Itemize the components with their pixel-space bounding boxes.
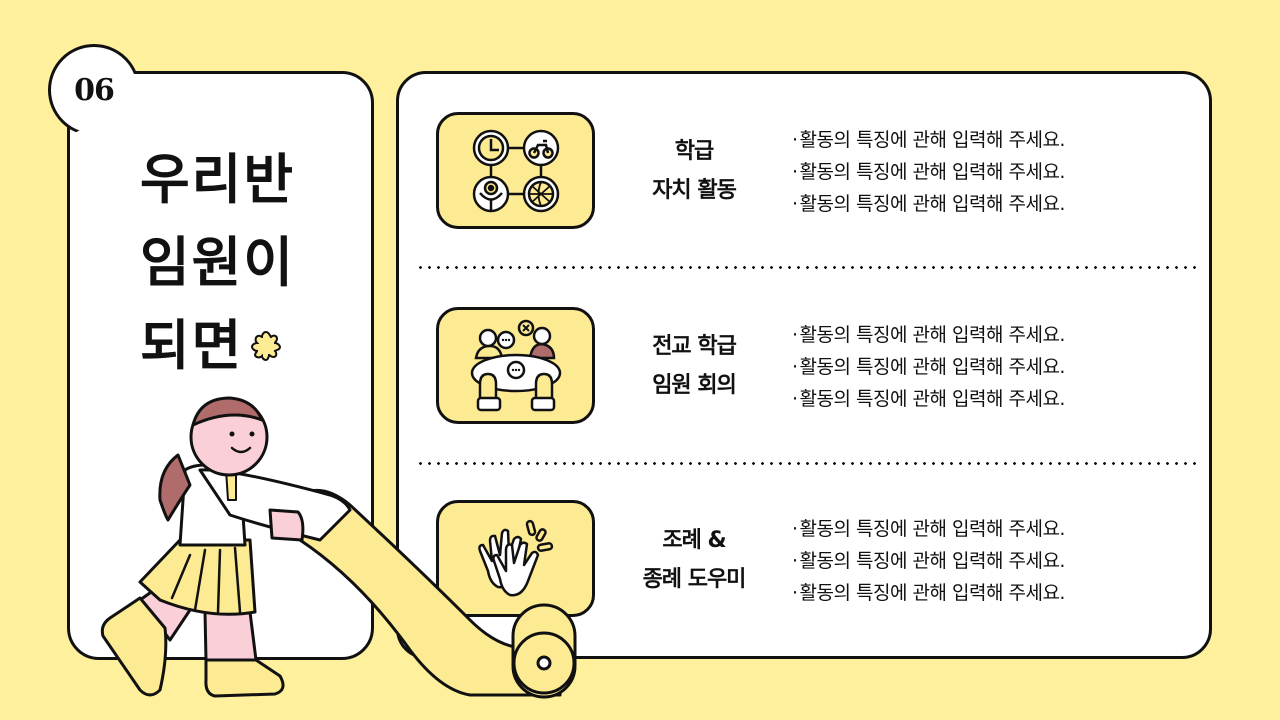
flower-icon — [251, 330, 282, 361]
bullet-list: 활동의 특징에 관해 입력해 주세요. 활동의 특징에 관해 입력해 주세요. … — [792, 124, 1066, 220]
section-icon-box — [436, 112, 595, 229]
section-title-line: 학급 — [674, 139, 714, 164]
section-title-line: 조례 & — [662, 528, 726, 553]
section-title-line: 임원 회의 — [652, 373, 737, 398]
bullet-item: 활동의 특징에 관해 입력해 주세요. — [792, 577, 1066, 609]
section-title-line: 종례 도우미 — [642, 567, 747, 592]
bullet-item: 활동의 특징에 관해 입력해 주세요. — [792, 319, 1066, 351]
bullet-item: 활동의 특징에 관해 입력해 주세요. — [792, 156, 1066, 188]
clapping-hands-icon — [477, 519, 553, 597]
divider — [416, 266, 1196, 269]
section-icon-box — [436, 307, 595, 424]
bullet-item: 활동의 특징에 관해 입력해 주세요. — [792, 383, 1066, 415]
section-row: 전교 학급 임원 회의 활동의 특징에 관해 입력해 주세요. 활동의 특징에 … — [399, 270, 1209, 466]
bullet-item: 활동의 특징에 관해 입력해 주세요. — [792, 124, 1066, 156]
bullet-item: 활동의 특징에 관해 입력해 주세요. — [792, 188, 1066, 220]
meeting-table-icon — [470, 319, 561, 412]
title-line-3: 되면 — [140, 314, 244, 377]
title-line-2: 임원이 — [140, 231, 296, 294]
section-title: 전교 학급 임원 회의 — [604, 327, 784, 405]
badge-joint — [70, 74, 150, 124]
section-title-line: 자치 활동 — [652, 178, 737, 203]
activities-grid-icon — [472, 129, 559, 212]
bullet-list: 활동의 특징에 관해 입력해 주세요. 활동의 특징에 관해 입력해 주세요. … — [792, 319, 1066, 415]
section-row: 조례 & 종례 도우미 활동의 특징에 관해 입력해 주세요. 활동의 특징에 … — [399, 466, 1209, 662]
section-title-line: 전교 학급 — [652, 334, 737, 359]
slide-number: 06 — [74, 72, 115, 108]
bullet-item: 활동의 특징에 관해 입력해 주세요. — [792, 513, 1066, 545]
activities-card: 학급 자치 활동 활동의 특징에 관해 입력해 주세요. 활동의 특징에 관해 … — [396, 71, 1212, 659]
section-icon-box — [436, 500, 595, 617]
title-line-3-wrap: 되면 — [140, 304, 295, 387]
bullet-item: 활동의 특징에 관해 입력해 주세요. — [792, 545, 1066, 577]
bullet-item: 활동의 특징에 관해 입력해 주세요. — [792, 351, 1066, 383]
bullet-list: 활동의 특징에 관해 입력해 주세요. 활동의 특징에 관해 입력해 주세요. … — [792, 513, 1066, 609]
divider — [416, 462, 1196, 465]
section-title: 학급 자치 활동 — [604, 132, 784, 210]
title-line-1: 우리반 — [140, 148, 296, 211]
section-title: 조례 & 종례 도우미 — [604, 521, 784, 599]
section-row: 학급 자치 활동 활동의 특징에 관해 입력해 주세요. 활동의 특징에 관해 … — [399, 74, 1209, 270]
page-title: 우리반 임원이 되면 — [140, 138, 295, 387]
